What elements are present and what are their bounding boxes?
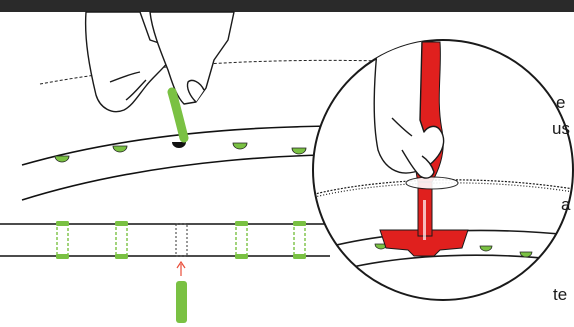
zoom-plug-marker (519, 251, 533, 258)
plug-slot-cap (293, 254, 306, 259)
plug-slot-cap (115, 254, 128, 259)
label-fragment-te: te (553, 285, 568, 304)
label-fragment-e: e (556, 93, 566, 112)
loose-plug (176, 281, 187, 323)
plug-marker (232, 142, 248, 150)
plug-slot (293, 223, 306, 257)
plug-slot-cap (56, 254, 69, 259)
top-bar (0, 0, 574, 12)
empty-slot (175, 223, 188, 257)
plug-slot (56, 223, 69, 257)
plug-slot-cap (293, 221, 306, 226)
plug-marker (291, 147, 307, 155)
plug-slot-cap (235, 221, 248, 226)
green-plug-icon (167, 87, 189, 143)
plug-slot-cap (56, 221, 69, 226)
plug-marker (54, 155, 70, 163)
plug-hole (172, 142, 186, 148)
plug-slot-cap (115, 221, 128, 226)
hand-pressing-tool-icon (373, 40, 445, 179)
zoom-plug-marker (329, 257, 343, 264)
plug-slot-cap (235, 254, 248, 259)
label-fragment-us: us (552, 119, 570, 138)
plug-slot (235, 223, 248, 257)
plug-slot-row (56, 221, 306, 259)
hand-placing-plug-icon (84, 11, 235, 113)
plug-slot (115, 223, 128, 257)
zoom-circle (312, 39, 574, 301)
label-fragment-a: a (561, 195, 571, 214)
insert-pointer-arrow (176, 260, 186, 269)
plug-marker (112, 145, 128, 153)
zoom-plug-marker (479, 245, 493, 252)
